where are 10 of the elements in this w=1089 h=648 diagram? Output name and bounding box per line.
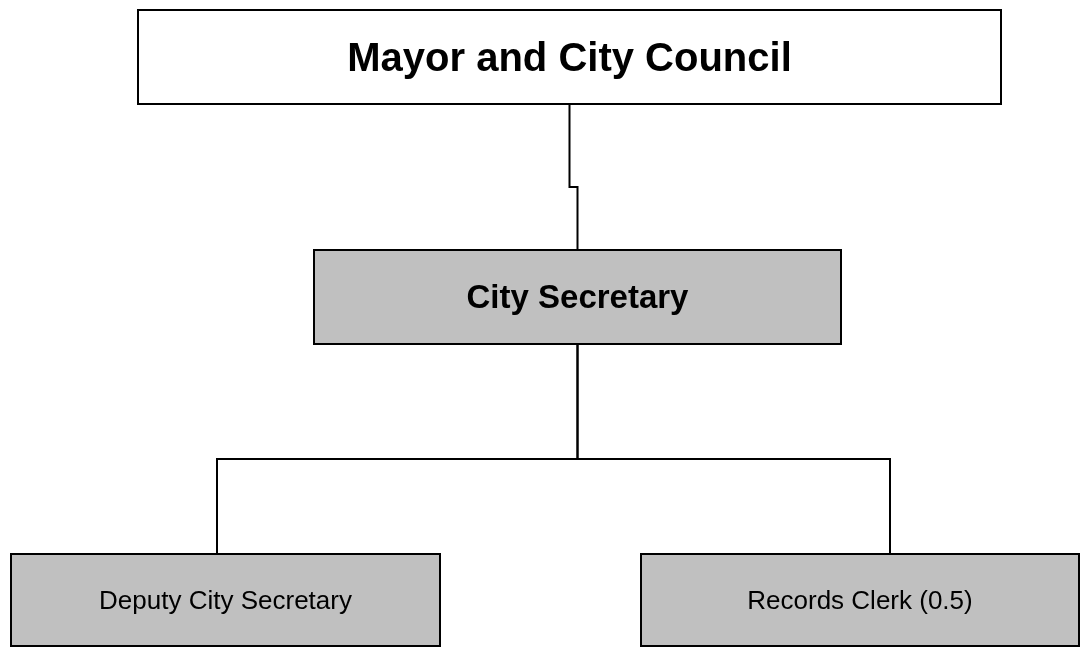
connector-line [568,104,579,250]
connector-line [576,344,891,554]
org-box [137,9,1002,105]
box-title: Mayor and City Council [347,34,792,81]
org-box [640,553,1080,647]
org-box [313,249,842,345]
org-box [10,553,441,647]
box-title: City Secretary [466,277,689,318]
box-title: Deputy City Secretary [99,583,352,617]
box-title: Records Clerk (0.5) [747,583,973,617]
